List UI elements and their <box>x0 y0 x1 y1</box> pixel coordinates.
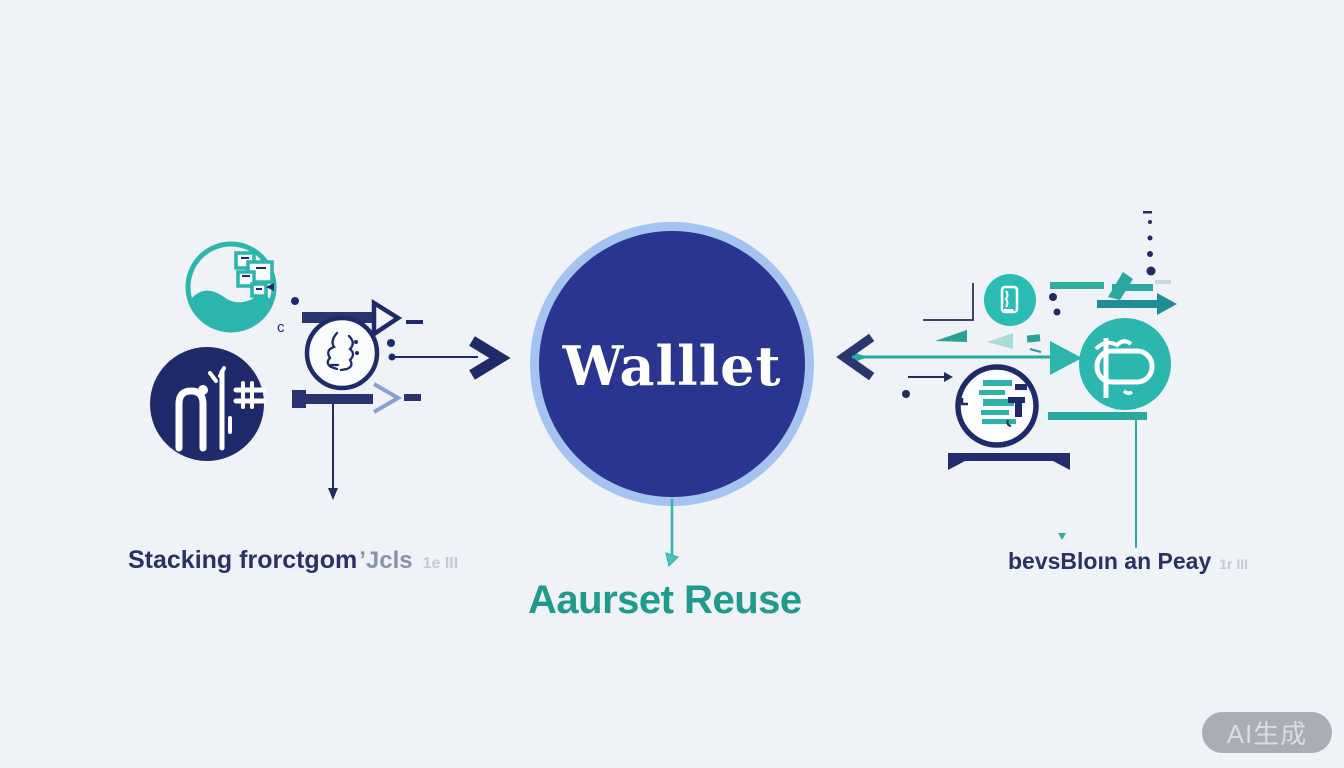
down-arrow-icon <box>328 404 338 500</box>
stray-glyph: c <box>277 319 285 336</box>
dot <box>291 297 299 305</box>
city-globe-icon <box>185 241 277 333</box>
left-caption: Stacking frorctgomʼJcls 1e III <box>128 546 458 575</box>
wallet-drop-arrow-icon <box>665 499 679 567</box>
people-icon <box>150 347 267 461</box>
center-caption: Aaurset Reuse <box>528 578 802 622</box>
left-caption-faint2: 1e III <box>422 555 459 572</box>
tiny-teal-arrow-icon <box>1058 533 1066 540</box>
small-arrow-right-icon <box>908 372 953 382</box>
wallet-node-label: Walllet <box>562 333 782 398</box>
dot <box>902 390 910 398</box>
right-caption-faint: 1r III <box>1219 556 1249 572</box>
ai-watermark-badge: AI生成 <box>1202 712 1332 753</box>
corner-line <box>923 283 974 321</box>
navy-bracket <box>948 453 1070 470</box>
left-caption-faint: ʼJcls <box>359 547 413 574</box>
dotted-line <box>1143 211 1156 276</box>
bar-arrow-bottom <box>292 382 421 414</box>
teal-arrow-cluster <box>1097 272 1177 315</box>
right-caption: bevsBloın an Peay 1r III <box>1008 548 1248 575</box>
tiny-left-arrow-icon <box>266 283 274 291</box>
dot <box>387 339 395 347</box>
dot <box>1049 293 1057 301</box>
left-caption-main: Stacking frorctgom <box>128 546 358 574</box>
arrow-left-icon <box>836 333 1082 381</box>
teal-bar-right <box>1048 412 1147 420</box>
arrow-right-icon <box>388 336 511 380</box>
document-icon <box>984 274 1036 326</box>
teal-wedges <box>935 330 1042 353</box>
right-caption-main: bevsBloın an Peay <box>1008 548 1212 574</box>
dot <box>1053 308 1061 316</box>
wallet-node <box>530 222 814 506</box>
ai-watermark-label: AI生成 <box>1226 719 1308 749</box>
list-circle-icon <box>955 364 1039 448</box>
profile-doodle-icon <box>304 315 380 391</box>
clip-icon <box>1079 318 1171 410</box>
teal-bar-top <box>1050 282 1104 289</box>
